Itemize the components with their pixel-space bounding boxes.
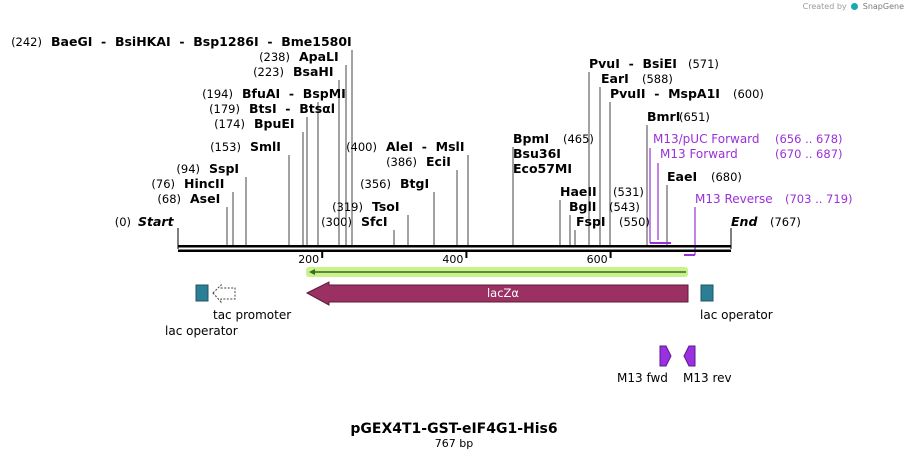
enzyme-position: (465): [563, 132, 594, 146]
ruler-tick: [465, 252, 468, 258]
start-label: Start: [138, 214, 175, 229]
orf-arrow-icon: [309, 269, 315, 275]
snapgene-credit: Created by SnapGene: [803, 2, 904, 11]
enzyme-position: (600): [733, 87, 764, 101]
end-position: (767): [770, 215, 801, 229]
position-ruler: 200 400 600: [298, 252, 612, 266]
enzyme-name: BfuAI - BspMI: [242, 86, 346, 101]
tac-promoter-label: tac promoter: [213, 308, 291, 322]
enzyme-name: BaeGI - BsiHKAI - Bsp1286I - Bme1580I: [51, 34, 352, 49]
sequence-backbone-top: [178, 245, 731, 248]
enzyme-position: (238): [259, 50, 290, 64]
enzyme-position: (76): [151, 177, 175, 191]
enzyme-position: (550): [619, 215, 650, 229]
enzyme-name: AseI: [190, 191, 220, 206]
enzyme-name: BtsI - Btsαl: [249, 101, 335, 116]
enzyme-name: BglI: [569, 199, 596, 214]
lac-operator-left-box: [195, 284, 209, 302]
enzyme-labels: (242) BaeGI - BsiHKAI - Bsp1286I - Bme158…: [11, 34, 764, 229]
m13-rev-arrow-icon: [683, 345, 696, 367]
enzyme-position: (68): [157, 192, 181, 206]
lacz-label: lacZα: [487, 286, 519, 300]
snapgene-logo-icon: [851, 3, 859, 10]
enzyme-name: EarI: [601, 71, 629, 86]
enzyme-position: (300): [321, 215, 352, 229]
lacz-feature-arrow: [305, 281, 689, 306]
enzyme-name: SfcI: [361, 214, 388, 229]
enzyme-name: HaeII: [560, 184, 597, 199]
lac-operator-right-label: lac operator: [700, 308, 773, 322]
enzyme-position: (194): [202, 87, 233, 101]
enzyme-name: BpmI: [513, 131, 549, 146]
enzyme-cut-lines: [226, 50, 668, 245]
enzyme-name: SmlI: [250, 139, 281, 154]
enzyme-name: Bsu36I: [513, 146, 561, 161]
primer-range: (703 .. 719): [785, 192, 853, 206]
enzyme-name: BsaHI: [293, 64, 334, 79]
enzyme-position: (651): [679, 110, 710, 124]
m13-rev-label: M13 rev: [683, 371, 732, 385]
enzyme-position: (319): [332, 200, 363, 214]
ruler-tick-label: 600: [587, 253, 608, 266]
enzyme-name: ApaLI: [299, 49, 339, 64]
enzyme-name: PvuI - BsiEI: [589, 56, 677, 71]
enzyme-name: SspI: [209, 161, 239, 176]
enzyme-position: (571): [688, 57, 719, 71]
primer-range: (670 .. 687): [775, 147, 843, 161]
primer-annotations: M13/pUC Forward (656 .. 678) M13 Forward (6…: [649, 132, 853, 256]
enzyme-position: (531): [613, 185, 644, 199]
enzyme-position: (356): [360, 177, 391, 191]
enzyme-name: FspI: [576, 214, 606, 229]
start-position: (0): [115, 215, 131, 229]
ruler-tick: [609, 252, 612, 258]
enzyme-position: (242): [11, 35, 42, 49]
enzyme-name: PvuII - MspA1I: [610, 86, 720, 101]
lac-operator-left-label: lac operator: [165, 324, 238, 338]
m13-fwd-label: M13 fwd: [617, 371, 668, 385]
tac-promoter-arrow-icon: [212, 283, 236, 304]
enzyme-position: (588): [642, 72, 673, 86]
primer-name: M13 Forward: [660, 147, 738, 161]
primer-name: M13/pUC Forward: [653, 132, 760, 146]
enzyme-position: (179): [209, 102, 240, 116]
enzyme-position: (174): [214, 117, 245, 131]
credit-brand: SnapGene: [862, 2, 904, 11]
enzyme-name: AleI - MslI: [386, 139, 465, 154]
lac-operator-right-box: [700, 284, 714, 302]
enzyme-position: (223): [253, 65, 284, 79]
sequence-backbone-bottom: [178, 249, 731, 252]
credit-prefix: Created by: [802, 2, 847, 11]
enzyme-position: (543): [609, 200, 640, 214]
enzyme-name: BmrI: [647, 109, 680, 124]
enzyme-name: BpuEI: [254, 116, 295, 131]
enzyme-position: (400): [346, 140, 377, 154]
enzyme-position: (153): [210, 140, 241, 154]
plasmid-title: pGEX4T1-GST-eIF4G1-His6: [350, 421, 557, 437]
end-label: End: [731, 214, 758, 229]
primer-name: M13 Reverse: [695, 192, 773, 206]
enzyme-name: HincII: [184, 176, 224, 191]
plasmid-length: 767 bp: [435, 437, 473, 450]
m13-fwd-arrow-icon: [659, 345, 672, 367]
enzyme-name: BtgI: [400, 176, 429, 191]
enzyme-name: Eco57MI: [513, 161, 572, 176]
primer-range: (656 .. 678): [775, 132, 843, 146]
ruler-tick-label: 200: [298, 253, 319, 266]
ruler-tick: [321, 252, 324, 258]
enzyme-name: TsoI: [372, 199, 400, 214]
ruler-tick-label: 400: [442, 253, 463, 266]
enzyme-position: (680): [711, 170, 742, 184]
enzyme-name: EciI: [426, 154, 451, 169]
enzyme-position: (386): [386, 155, 417, 169]
enzyme-position: (94): [176, 162, 200, 176]
enzyme-name: EaeI: [667, 169, 697, 184]
